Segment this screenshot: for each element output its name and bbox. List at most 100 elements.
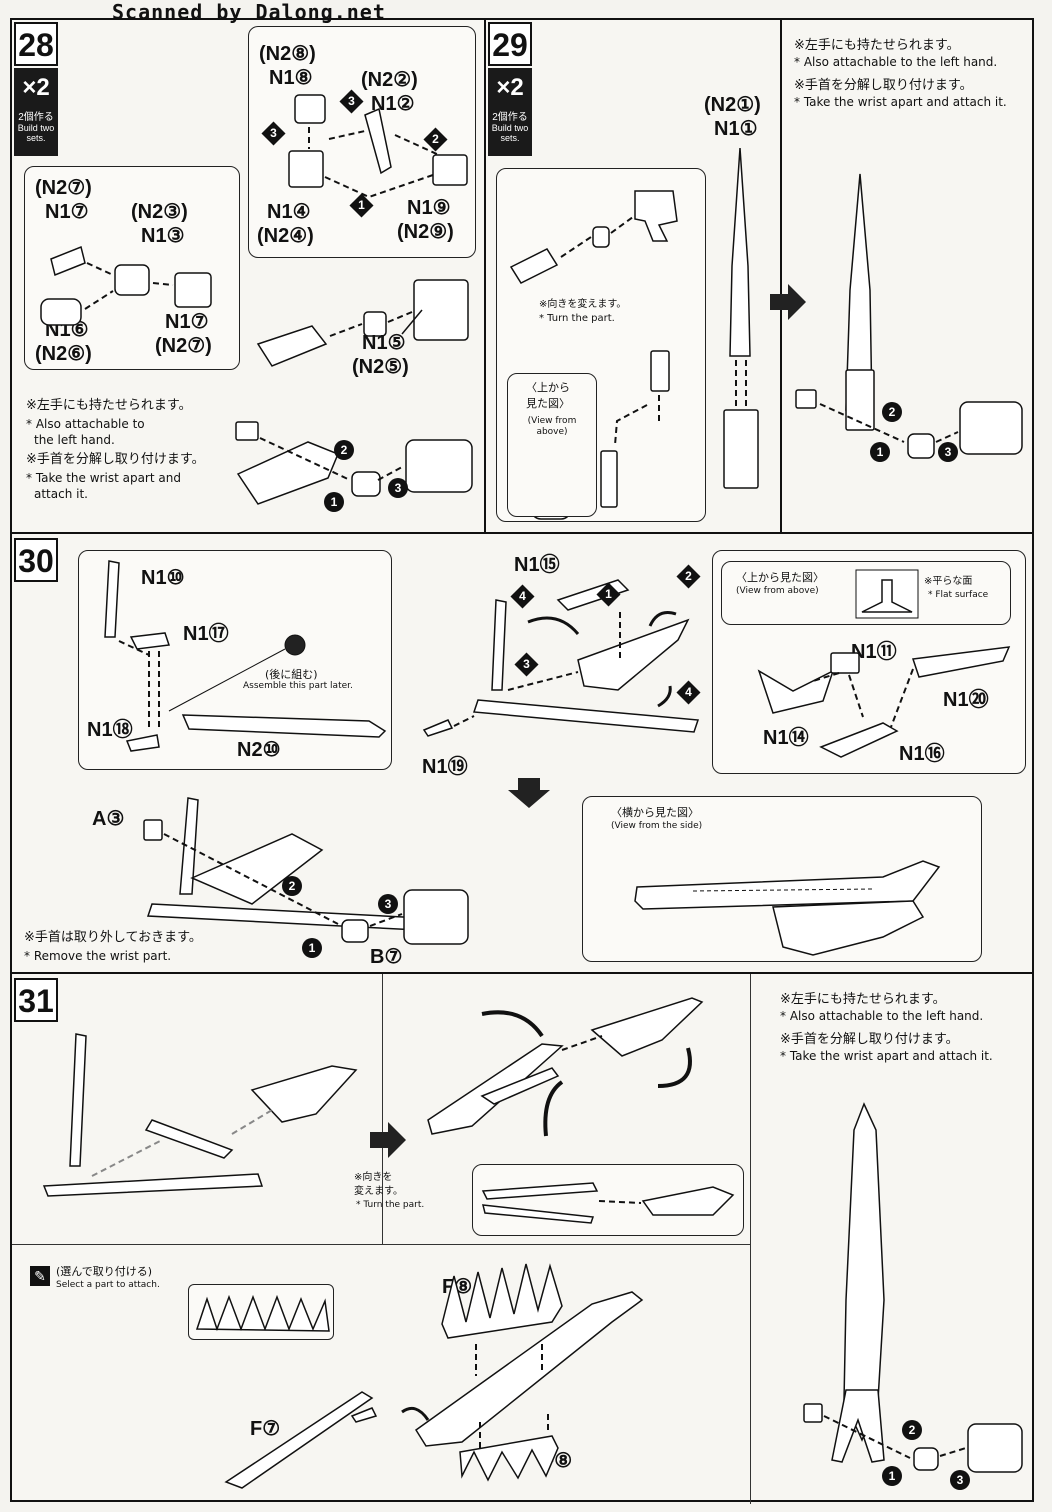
fin-part-drawing (195, 1294, 330, 1332)
step-bullet-3: 3 (514, 652, 539, 677)
part-label: (N2③) (131, 201, 188, 223)
multiplier-en: Build two sets. (491, 123, 529, 143)
step-30-number: 30 (14, 538, 58, 582)
step-bullet-1: 1 (324, 492, 344, 512)
step-28-number: 28 (14, 22, 58, 66)
wrist-note-jp: ※手首を分解し取り付けます。 (26, 452, 205, 467)
part-label: N1⑯ (899, 743, 945, 765)
part-label: A③ (92, 808, 125, 830)
part-label: B⑦ (370, 946, 403, 968)
step-bullet-3: 3 (261, 121, 286, 146)
view-from-above-box: 〈上から 見た図〉 (View from above) (507, 373, 597, 517)
step-28-main-assembly (256, 279, 469, 367)
step-bullet-3: 3 (938, 442, 958, 462)
step-29-number: 29 (488, 22, 532, 66)
part-label: N2⑩ (237, 739, 281, 761)
wrist-note-jp: ※手首を分解し取り付けます。 (780, 1032, 959, 1047)
step-31-mid-assembly (427, 997, 704, 1137)
step-bullet-4: 4 (676, 680, 701, 705)
step-bullet-1: 1 (870, 442, 890, 462)
left-hand-note-en: * Also attachable to the left hand. (780, 1009, 984, 1023)
part-label: N1⑨ (407, 197, 451, 219)
side-view-jp: 〈横から見た図〉 (611, 806, 699, 819)
col-divider-31-a (382, 974, 383, 1244)
left-hand-note-en: the left hand. (34, 433, 115, 447)
side-view-en: (View from the side) (611, 821, 703, 831)
watermark: Scanned by Dalong.net (112, 0, 386, 24)
part-label: (N2⑧) (259, 43, 316, 65)
wrist-note-jp: ※手首を分解し取り付けます。 (794, 78, 973, 93)
row-divider-2 (12, 972, 1032, 974)
step-28-callout-left: (N2⑦) N1⑦ (N2③) N1③ N1⑥ (N2⑥) N1⑦ (N2⑦) (24, 166, 240, 370)
step-bullet-2: 2 (882, 402, 902, 422)
step-bullet-1: 1 (596, 582, 621, 607)
forward-arrow-icon (770, 284, 806, 320)
step-28-callout-top: (N2⑧) N1⑧ (N2②) N1② N1④ (N2④) N1⑨ (N2⑨) … (248, 26, 476, 258)
step-28-left-parts (40, 245, 212, 326)
view-from-above-box: 〈上から見た図〉 (View from above) ※平らな面 * Flat … (721, 561, 1011, 625)
flat-surface-diagram (855, 569, 919, 619)
part-label: (N2⑨) (397, 221, 454, 243)
left-hand-note-jp: ※左手にも持たせられます。 (780, 992, 946, 1007)
part-label: F⑦ (250, 1418, 281, 1440)
wrist-note-en: * Take the wrist apart and (26, 471, 181, 485)
step-bullet-3: 3 (378, 894, 398, 914)
select-part-jp: (選んで取り付ける) (56, 1265, 153, 1278)
step-28-multiplier: ×2 2個作る Build two sets. (14, 68, 58, 156)
view-above-jp: 見た図〉 (526, 397, 570, 410)
select-part-en: Select a part to attach. (56, 1280, 160, 1290)
turn-part-note-jp: ※向きを変えます。 (539, 299, 627, 310)
down-arrow-icon (508, 778, 550, 808)
step-31-hand-assembly (803, 1102, 1023, 1473)
step-bullet-1: 1 (349, 193, 374, 218)
step-bullet-2: 2 (676, 564, 701, 589)
turn-part-note-en: * Turn the part. (356, 1200, 425, 1210)
step-30-final-assembly (143, 797, 469, 945)
flat-surface-en: * Flat surface (928, 590, 989, 600)
select-part-icon: ✎ (30, 1266, 50, 1286)
select-part-box (188, 1284, 334, 1340)
part-label: N1⑭ (763, 727, 809, 749)
step-bullet-3: 3 (388, 478, 408, 498)
forward-arrow-icon (370, 1122, 406, 1158)
view-above-en: (View from above) (527, 416, 577, 437)
step-31-fin-assembly (224, 1263, 644, 1489)
view-above-jp: 〈上から見た図〉 (736, 571, 824, 584)
col-divider-28-29 (484, 20, 486, 532)
step-29-multiplier: ×2 2個作る Build two sets. (488, 68, 532, 156)
step-31-detail-box (472, 1164, 744, 1236)
multiplier-jp: 2個作る (18, 112, 54, 123)
part-label: N1④ (267, 201, 311, 223)
step-bullet-4: 4 (510, 584, 535, 609)
row-divider-1 (12, 532, 1032, 534)
view-above-jp: 〈上から (526, 381, 570, 394)
multiplier-jp: 2個作る (492, 112, 528, 123)
multiplier-value: ×2 (22, 74, 50, 101)
part-label: N1② (371, 93, 415, 115)
step-bullet-2: 2 (423, 127, 448, 152)
remove-wrist-note-en: * Remove the wrist part. (24, 949, 172, 963)
instruction-page: 28 ×2 2個作る Build two sets. (N2⑧) N1⑧ (N2… (10, 18, 1034, 1504)
multiplier-en: Build two sets. (17, 123, 55, 143)
part-label: (N2④) (257, 225, 314, 247)
side-view-drawing (634, 860, 941, 956)
part-label: (N2⑥) (35, 343, 92, 365)
wrist-note-en: * Take the wrist apart and attach it. (780, 1049, 993, 1063)
part-label: (N2⑤) (352, 356, 409, 378)
view-above-en: (View from above) (736, 586, 819, 596)
part-label: N1⑮ (514, 554, 560, 576)
step-29-hand-assembly (795, 173, 1023, 459)
part-label: N1⑳ (943, 689, 989, 711)
step-29-callout: ※向きを変えます。 * Turn the part. 〈上から 見た図〉 (Vi… (496, 168, 706, 522)
wrist-note-en: * Take the wrist apart and attach it. (794, 95, 1007, 109)
part-label: N1⑤ (362, 332, 406, 354)
part-label: N1⑱ (87, 719, 133, 741)
detail-drawing (481, 1182, 735, 1224)
wrist-note-en: attach it. (34, 487, 88, 501)
part-label: N1⑪ (851, 641, 897, 663)
part-label: (N2①) (704, 94, 761, 116)
step-31-left-assembly (42, 1033, 358, 1197)
flat-surface-jp: ※平らな面 (924, 576, 973, 587)
step-30-right-parts (757, 646, 1011, 758)
turn-part-note-en: * Turn the part. (539, 313, 615, 324)
